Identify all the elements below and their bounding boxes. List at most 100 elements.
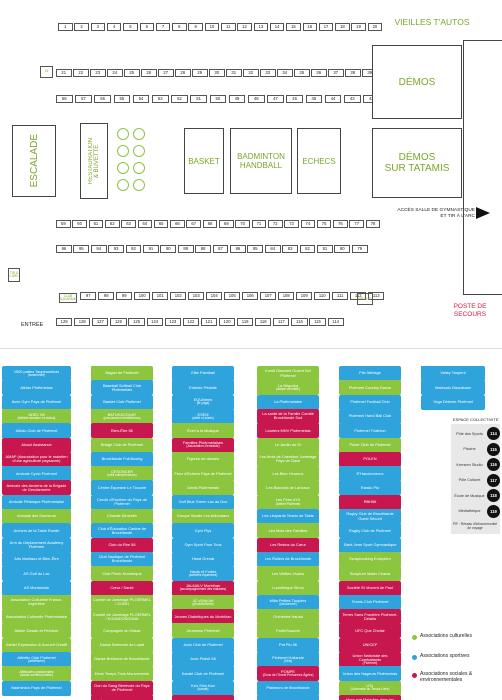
legend-item-label: Atelier Dessin et Peinture	[4, 623, 69, 638]
echecs-zone: ECHECS	[297, 128, 341, 194]
legend-item-name: Saint Jean Sport Gymnastique	[343, 542, 397, 548]
legend-item-name: Karaté Club de Ploërmel	[181, 670, 225, 676]
booth-49: 49	[228, 95, 246, 103]
legend-item-name: Ploërmel Football Club	[350, 399, 390, 405]
legend-item: Don du Sang Bénévole du Pays de Ploërmel	[91, 680, 153, 696]
legend-item-label: La Mayurka(danse orientale)	[259, 380, 317, 395]
booth-35: 35	[294, 69, 310, 77]
booth-60: 60	[72, 220, 87, 228]
legend-item-name: JC d'Ally Art	[192, 597, 214, 603]
legend-item-label: Arts Martiaux et Bien-Être	[4, 552, 69, 567]
legend-item-label: Danse Bretonne de Lopat	[93, 638, 151, 653]
legend-item-label: Amicale des Sonneurs	[4, 509, 69, 524]
booth-70: 70	[235, 220, 250, 228]
legend-item-label: Badminton Pays de Ploërmel	[4, 681, 69, 696]
booth-26: 26	[141, 69, 157, 77]
booth-79: 79	[351, 245, 368, 253]
legend-item-name: La santé de la Famille Comité Brocéliand…	[262, 411, 314, 421]
legend-item-label: Rugby Club de Brocéliande Ouest Sécurit	[341, 509, 399, 524]
legend-item-label: Valley Taupent	[423, 366, 483, 381]
legend-item: ESEM(athlé et loisirs)	[172, 408, 234, 424]
legend-item-sub: (randonnée)	[27, 372, 46, 377]
legend-item-sub: (Atelier Ploërmel)	[275, 501, 301, 506]
legend-column: 1000 pattes Taupinambois(randonnée)106Aï…	[2, 366, 85, 696]
booth-73: 73	[284, 220, 299, 228]
legend-item-label: Elite Paintball	[174, 366, 232, 381]
legend-item-label: La santé de la Famille Comité Brocéliand…	[259, 409, 317, 424]
booth-20: 20	[367, 23, 383, 31]
booth-85: 85	[247, 245, 264, 253]
espace-row-label: Kerneen Studio	[456, 462, 483, 467]
legend-item-name: Association Culturelle Ploërmelaise	[6, 613, 67, 619]
booth-67: 67	[186, 220, 202, 228]
legend-key-label: Associations sociales & environnementale…	[420, 671, 473, 683]
legend-item-name: AS Montaniste	[23, 584, 50, 590]
legend-column: Elite Paintball124Entente Pédalte90EQUil…	[172, 366, 248, 700]
legend-item-name: ParthiSsauvin	[275, 627, 300, 633]
booth-106: 106	[242, 292, 259, 300]
legend-item-sub: (accompagnement des malades)	[179, 587, 227, 592]
booth-47: 47	[267, 95, 284, 103]
legend-item: UNICEF	[339, 637, 401, 653]
table-circle	[133, 162, 145, 174]
legend-item: Walesalu Dissolaaan	[421, 380, 485, 396]
booth-90: 90	[160, 245, 177, 253]
legend-item-label: Bagad de Ploërmel	[93, 366, 151, 381]
legend-key-label: Associations culturelles	[420, 633, 472, 639]
legend-item-label: BATUKACOUAY(percussions brésiliennes)	[93, 409, 151, 424]
booth-57: 57	[75, 95, 92, 103]
legend-item-label: Pat Plo 56	[259, 638, 317, 653]
legend-item-name: Arts Martiaux et Bien-Être	[14, 556, 59, 562]
legend-item-name: Union des Nageurs Ploërmelais	[342, 670, 398, 676]
booth-22: 22	[73, 69, 89, 77]
booth-105: 105	[224, 292, 241, 300]
legend-item: Ludothèque Sihou	[257, 580, 319, 596]
legend-item-name: Bien-Être 56	[111, 427, 133, 433]
escalade-zone: ESCALADE	[12, 125, 56, 197]
legend-item-name: Amicale Pétanque Ploërmelaise	[8, 499, 65, 505]
booth-58: 58	[56, 95, 73, 103]
legend-item-name: Ludothèque Sihou	[272, 584, 304, 590]
legend-key-label: Associations sportives	[420, 653, 470, 659]
legend-item: Club d'Éducation Canine de Brocéliande	[91, 523, 153, 539]
legend-item: Amicale des Sonneurs	[2, 509, 71, 524]
legend-item: AMAP (Association pour le maintien d'une…	[2, 451, 71, 467]
legend-item-label: Orchestre Hauka	[259, 609, 317, 624]
legend-item: Saint Jean Sport Gymnastique	[339, 537, 401, 553]
legend-item-label: Figures de danses	[174, 452, 232, 467]
demos-zone: DÉMOS	[372, 45, 462, 119]
legend-item: Plaineurs de Brocéliande	[257, 680, 319, 696]
legend-item-sub: (danse contemporaine)	[20, 673, 53, 678]
legend-column: Valley Taupent51Walesalu Dissolaaan129Yo…	[421, 366, 499, 410]
legend-item-label: Les Mots des Familles	[259, 523, 317, 538]
legend-item: Hand Grenat	[172, 551, 234, 567]
legend-item: Les Amis de Caerstine Jumelage Pays de G…	[257, 451, 319, 467]
legend-item: Avec Gym Pays de Ploërmel	[2, 394, 71, 410]
legend-item: Comité de Jumelage PLOERMEL / COBH	[91, 594, 153, 610]
legend-item: Gym Plys	[172, 523, 234, 539]
booth-21: 21	[56, 69, 72, 77]
legend-item-name: 1000 pattes Taupinambois	[13, 368, 60, 374]
badminton-label: BADMINTON HANDBALL	[237, 152, 285, 170]
legend-item-label: Compagnie du Hasse	[93, 623, 151, 638]
legend-item-label: Hauts et Fortes(activités équestres)	[174, 566, 232, 581]
booth-119: 119	[237, 318, 254, 326]
booth-41: 41	[40, 66, 53, 78]
espace-row-number: 118	[487, 489, 500, 502]
legend-item: R'Handonneurs	[339, 466, 401, 482]
legend-item-name: Pile Attelage	[359, 370, 381, 376]
booth-91: 91	[143, 245, 159, 253]
booth-23: 23	[90, 69, 106, 77]
booth-108: 108	[278, 292, 295, 300]
legend-item-label: Don du Sang Bénévole du Pays de Ploërmel	[93, 681, 151, 696]
legend-item-label: Poker Club de Ploërmel	[341, 438, 399, 453]
legend-item-name: Les Léopards Tennis de Table	[262, 513, 314, 519]
legend-item-sub: (activités équestres)	[188, 573, 218, 578]
legend-item-label: R'Handonneurs	[341, 466, 399, 481]
legend-item: Club Photo Numérique	[91, 566, 153, 582]
legend-item-name: CESONCER	[110, 468, 134, 474]
booth-2: 2	[74, 23, 89, 31]
legend-item-label: Aïkido Ploërmelais	[4, 380, 69, 395]
